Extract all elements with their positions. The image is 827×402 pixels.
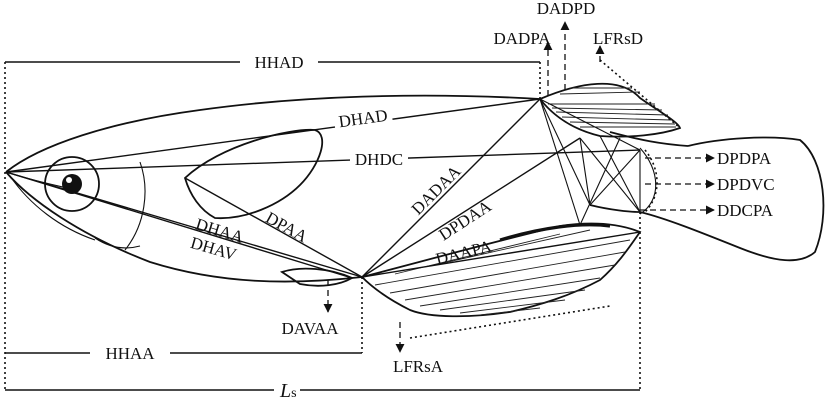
caudal-fin — [639, 136, 825, 262]
eye — [44, 156, 100, 212]
labels: HHAD DADPD DADPA LFRsD DHAD DHDC DPDPA D… — [105, 0, 774, 402]
label-ls-sub: s — [291, 386, 296, 401]
label-dhad-bg — [332, 104, 394, 132]
label-dadaa: DADAA — [408, 161, 465, 218]
anal-fin-ray-length — [409, 305, 611, 339]
lower-operculum — [94, 237, 141, 249]
label-davaa: DAVAA — [281, 319, 339, 338]
dhaa-line — [5, 171, 353, 279]
measurement-lines — [5, 98, 641, 279]
dorsal-fin — [538, 82, 682, 138]
label-ls: Ls — [279, 380, 297, 402]
caudal-peduncle-top — [609, 131, 689, 147]
dorsal-profile — [5, 94, 541, 173]
label-dadpd: DADPD — [537, 0, 596, 18]
arrows — [323, 21, 715, 353]
label-dpdvc: DPDVC — [717, 175, 775, 194]
label-dpaa: DPAA — [262, 208, 311, 247]
jaw-line — [9, 175, 96, 241]
dpaa-line — [184, 177, 363, 278]
label-dhad: DHAD — [337, 106, 388, 132]
web-line-3 — [539, 98, 591, 206]
web-line-6 — [599, 135, 641, 213]
web-line-4 — [579, 137, 591, 206]
label-ls-main: L — [279, 380, 291, 402]
pectoral-fin — [183, 128, 324, 220]
label-hhad: HHAD — [254, 53, 303, 72]
web-line-8 — [589, 149, 641, 206]
dhdc-line — [5, 149, 641, 173]
label-lfrsd: LFRsD — [593, 29, 643, 48]
operculum — [124, 161, 146, 251]
eye-highlight — [66, 177, 72, 183]
anal-fin — [360, 222, 642, 318]
caudal-peduncle-bottom — [589, 204, 641, 213]
web-line-5 — [579, 137, 641, 213]
caudal-peduncle-dotted — [644, 149, 658, 213]
dhad-line — [5, 98, 541, 173]
frame-lines — [4, 61, 641, 391]
dpdaa-line — [361, 137, 581, 278]
web-line-1 — [539, 98, 581, 226]
label-dadpa: DADPA — [493, 29, 551, 48]
web-line-7 — [579, 137, 621, 226]
label-dhdc-bg — [350, 149, 408, 169]
label-lfrsa: LFRsA — [393, 357, 444, 376]
label-dhdc: DHDC — [355, 150, 403, 169]
dadaa-line — [361, 98, 541, 278]
label-ddcpa: DDCPA — [717, 201, 774, 220]
label-dpdpa: DPDPA — [717, 149, 772, 168]
web-line-2 — [539, 98, 641, 151]
daapa-line — [361, 231, 641, 278]
label-hhaa: HHAA — [105, 344, 155, 363]
